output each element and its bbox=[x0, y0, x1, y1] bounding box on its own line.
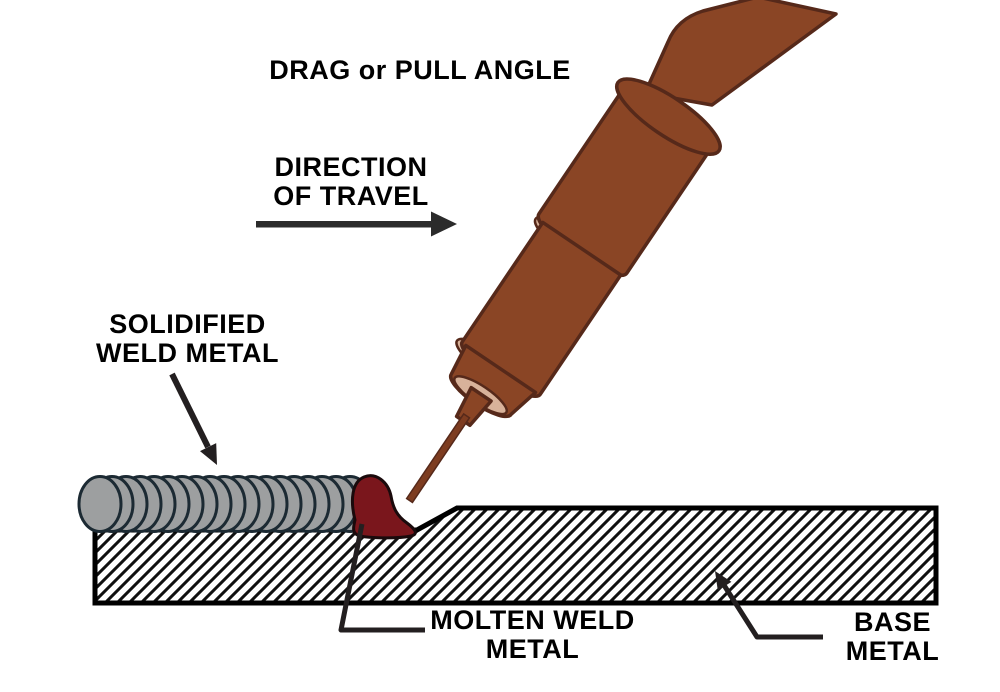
direction-of-travel-arrow bbox=[256, 211, 457, 237]
solidified-pointer-arrow bbox=[169, 372, 217, 465]
molten-leader-line bbox=[338, 523, 425, 633]
solidified-weld-bead bbox=[77, 475, 373, 533]
label-solidified-weld-metal: SOLIDIFIED WELD METAL bbox=[96, 309, 279, 368]
title-drag-or-pull-angle: DRAG or PULL ANGLE bbox=[269, 55, 571, 85]
torch-flange bbox=[615, 77, 722, 156]
label-molten-weld-metal: MOLTEN WELD METAL bbox=[430, 605, 635, 664]
base-leader-line bbox=[719, 580, 823, 640]
label-base-metal: BASE METAL bbox=[845, 607, 940, 666]
torch-body bbox=[405, 77, 722, 504]
base-leader-arrowhead bbox=[715, 571, 732, 591]
torch-handle bbox=[643, 0, 838, 107]
electrode-wire bbox=[405, 412, 471, 504]
label-direction-of-travel: DIRECTION OF TRAVEL bbox=[273, 152, 429, 211]
